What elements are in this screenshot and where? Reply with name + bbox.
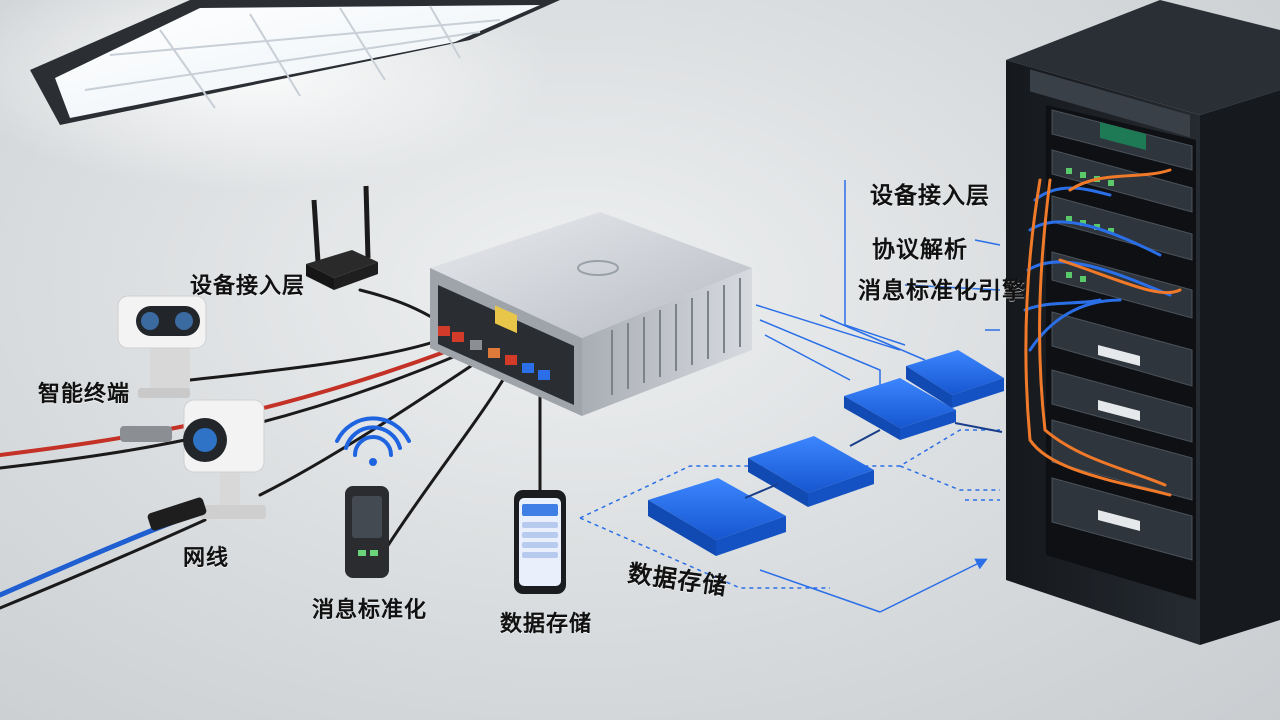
label-rack-access-layer: 设备接入层 — [870, 183, 990, 209]
label-cable: 网线 — [183, 546, 230, 571]
gateway-icon — [430, 212, 752, 416]
label-smart-terminal: 智能终端 — [38, 382, 131, 407]
server-rack-icon — [1006, 0, 1280, 645]
smartphone-icon — [514, 490, 566, 594]
label-protocol-parse: 协议解析 — [872, 237, 968, 263]
label-data-storage-bottom: 数据存储 — [500, 612, 593, 637]
module-block — [844, 378, 956, 440]
label-message-normalize: 消息标准化 — [312, 598, 428, 623]
wireless-sensor-icon — [335, 416, 411, 578]
module-block — [906, 350, 1004, 408]
processing-modules — [648, 350, 1004, 556]
module-block — [748, 436, 874, 507]
router-icon — [306, 185, 378, 290]
module-block — [648, 478, 786, 556]
camera-icon — [117, 295, 207, 398]
led-panel-light — [0, 0, 560, 190]
label-left-access-layer: 设备接入层 — [190, 274, 306, 299]
label-message-engine: 消息标准化引擎 — [858, 278, 1026, 304]
camera-icon — [183, 399, 266, 519]
cable-connectors — [120, 426, 207, 531]
